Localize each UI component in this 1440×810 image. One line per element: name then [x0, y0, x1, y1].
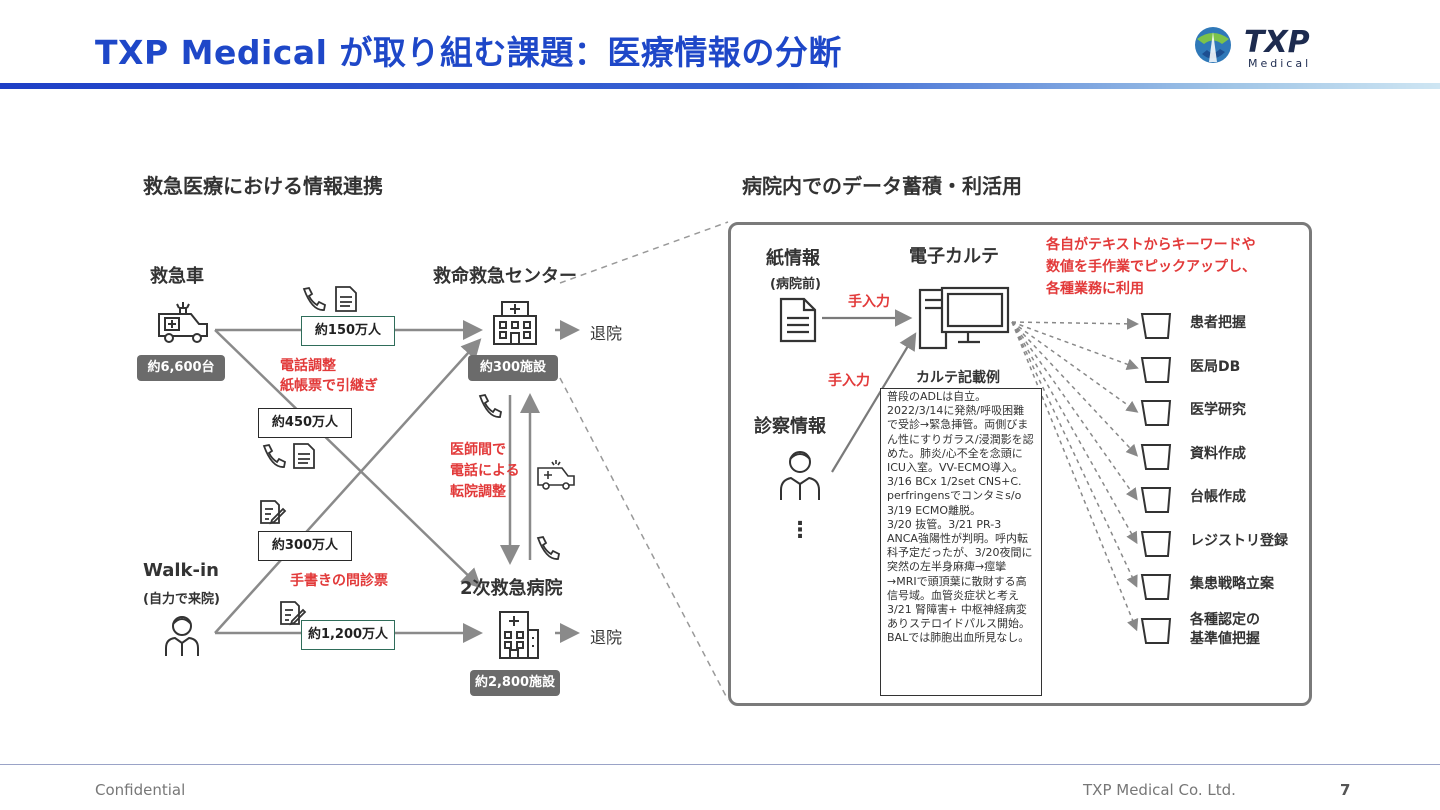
usage-arrow: [1011, 317, 1139, 330]
center-hospital-icon: [493, 301, 537, 345]
form-edit-icon-2: [280, 601, 307, 626]
note-transfer-3: 転院調整: [450, 484, 506, 500]
usage-doc-icon: [1140, 443, 1172, 470]
zoom-line-bottom: [559, 377, 729, 701]
left-section-title: 救急医療における情報連携: [143, 174, 383, 198]
manual-input-2: 手入力: [828, 373, 870, 389]
header-rule: [0, 83, 1440, 89]
note-phone-2: 紙帳票で引継ぎ: [280, 378, 378, 394]
paper-label: 紙情報: [766, 248, 820, 269]
note-usage-1: 各自がテキストからキーワードや: [1046, 237, 1256, 253]
center-label: 救命救急センター: [433, 266, 577, 287]
usage-item: 台帳作成: [1190, 489, 1246, 505]
flow-amb-secondary-box: 約450万人: [258, 408, 352, 438]
flow-amb-center-box: 約150万人: [301, 316, 395, 346]
paper-sub: (病院前): [770, 277, 821, 292]
ambulance-label: 救急車: [150, 266, 204, 287]
note-handwritten: 手書きの問診票: [290, 573, 388, 589]
usage-doc-icon: [1140, 530, 1172, 557]
usage-arrow: [1011, 321, 1139, 413]
phone-icon-transfer-1: [478, 393, 503, 418]
paper-document-icon: [779, 297, 817, 343]
note-phone-1: 電話調整: [280, 358, 336, 374]
phone-doc-icon-2: [262, 443, 315, 469]
flow-walk-center-box: 約300万人: [258, 531, 352, 561]
zoom-line-top: [559, 221, 729, 284]
footer-company: TXP Medical Co. Ltd.: [1083, 781, 1236, 799]
fanout-arrows: [1011, 317, 1139, 632]
page-title: TXP Medical が取り組む課題：医療情報の分断: [95, 33, 842, 72]
secondary-label: 2次救急病院: [460, 578, 563, 599]
usage-arrow: [1011, 321, 1138, 545]
ambulance-icon: [158, 302, 208, 343]
usage-item: レジストリ登録: [1190, 532, 1288, 549]
note-usage-3: 各種業務に利用: [1046, 281, 1144, 297]
ambulance-small-icon: [537, 460, 575, 490]
logo-subtext: Medical: [1248, 57, 1311, 70]
note-usage-2: 数値を手作業でピックアップし、: [1046, 259, 1256, 275]
secondary-badge: 約2,800施設: [470, 670, 560, 696]
usage-doc-icon: [1140, 400, 1172, 426]
walkin-label: Walk-in: [143, 560, 219, 581]
usage-item: 患者把握: [1190, 315, 1246, 331]
more-ellipsis: ⋮: [789, 518, 811, 543]
note-transfer-2: 電話による: [450, 463, 520, 479]
usage-item: 医局DB: [1190, 358, 1241, 375]
arrow-walk-center: [214, 338, 482, 634]
usage-arrow: [1011, 321, 1139, 632]
exam-label: 診察情報: [754, 416, 826, 437]
usage-item-last-line2: 基準値把握: [1190, 630, 1260, 647]
usage-doc-icon: [1140, 574, 1172, 600]
logo-text: TXP: [1244, 25, 1310, 60]
usage-doc-icon: [1140, 617, 1172, 644]
usage-item: 医学研究: [1190, 402, 1246, 418]
right-section-title: 病院内でのデータ蓄積・利活用: [742, 174, 1022, 198]
karte-example-text: 普段のADLは自立。 2022/3/14に発熱/呼吸困難で受診→緊急挿管。両側び…: [880, 388, 1042, 696]
secondary-discharge: 退院: [590, 628, 623, 647]
usage-item-last-line1: 各種認定の: [1190, 611, 1260, 628]
usage-arrow: [1011, 321, 1139, 371]
usage-item: 集患戦略立案: [1190, 576, 1274, 592]
footer-confidential: Confidential: [95, 781, 186, 799]
form-edit-icon-1: [260, 500, 287, 525]
usage-doc-icon: [1140, 487, 1172, 513]
flow-walk-secondary-box: 約1,200万人: [301, 620, 395, 650]
usage-doc-icon: [1140, 313, 1172, 339]
usage-item: 資料作成: [1190, 445, 1246, 462]
ambulance-badge: 約6,600台: [137, 355, 225, 381]
center-discharge: 退院: [590, 324, 623, 343]
usage-arrow: [1011, 321, 1139, 457]
phone-icon-transfer-2: [536, 535, 561, 560]
arrow-amb-secondary: [214, 329, 482, 589]
karte-title: カルテ記載例: [916, 370, 1000, 386]
page-number: 7: [1340, 781, 1351, 799]
footer-rule: [0, 764, 1440, 765]
usage-arrow: [1011, 321, 1138, 501]
hospital-data-panel: [728, 222, 1312, 706]
walkin-person-icon: [165, 616, 199, 656]
phone-doc-icon-1: [302, 286, 357, 312]
arrow-exam-emr: [831, 332, 917, 473]
company-logo: TXP Medical: [1195, 25, 1311, 70]
emr-computer-icon: [918, 286, 1010, 350]
emr-label: 電子カルテ: [909, 246, 999, 267]
usage-doc-icon: [1140, 356, 1172, 383]
center-badge: 約300施設: [468, 355, 558, 381]
walkin-sub: (自力で来院): [143, 592, 220, 607]
note-transfer-1: 医師間で: [450, 442, 506, 458]
usage-arrow: [1011, 321, 1138, 588]
secondary-hospital-icon: [499, 611, 539, 659]
manual-input-1: 手入力: [848, 294, 890, 310]
doctor-person-icon: [780, 451, 820, 500]
